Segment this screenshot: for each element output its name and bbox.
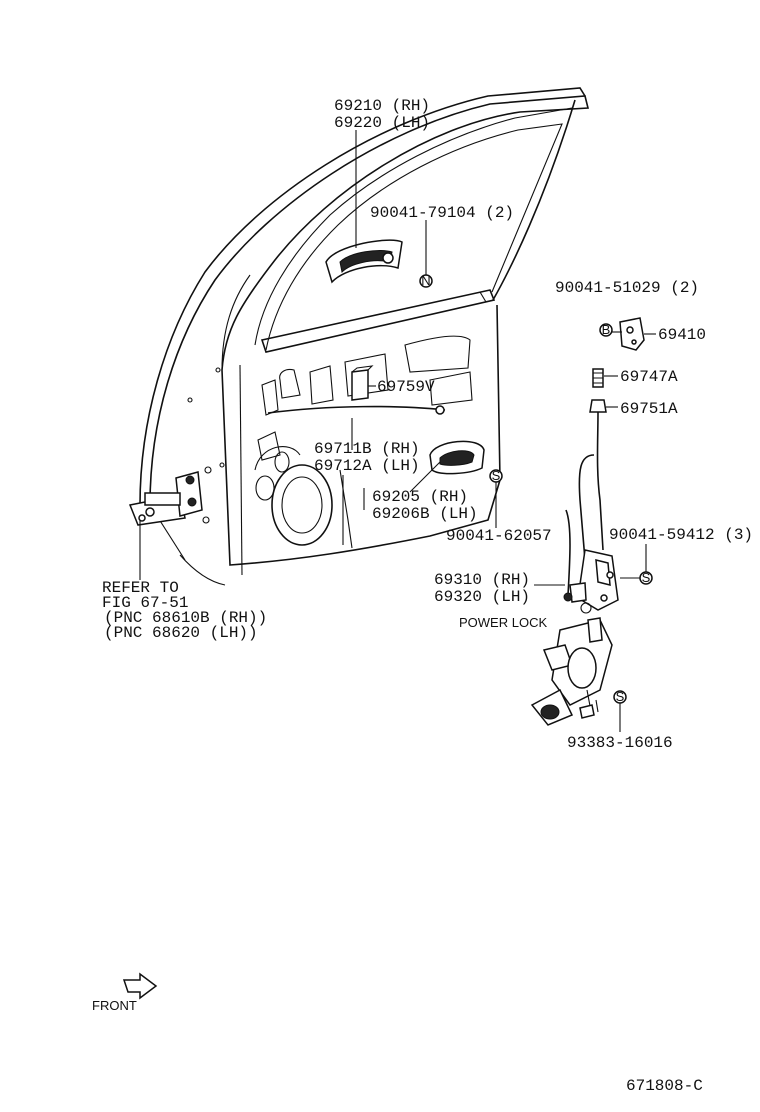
striker-bracket-69410	[619, 317, 645, 351]
door-check	[128, 471, 203, 526]
marker-s-16016: S	[613, 689, 627, 704]
marker-s-text: S	[492, 468, 501, 483]
marker-s-62057: S	[489, 468, 503, 483]
label-90041-62057: 90041-62057	[446, 527, 552, 545]
label-69751a: 69751A	[620, 400, 678, 418]
clip-69759v	[351, 365, 374, 401]
label-refer-pnc-lh: (PNC 68620 (LH))	[104, 624, 258, 642]
label-90041-51029: 90041-51029 (2)	[555, 279, 699, 297]
glass-run-rod	[267, 405, 446, 414]
inside-handle	[429, 440, 485, 475]
marker-s-59412: S	[639, 570, 653, 585]
front-arrow: FRONT	[92, 972, 158, 1013]
marker-n-text: N	[421, 273, 430, 288]
label-power-lock: POWER LOCK	[459, 615, 547, 630]
label-69712a: 69712A (LH)	[314, 457, 420, 475]
label-69747a: 69747A	[620, 368, 678, 386]
door-panel	[139, 87, 590, 586]
label-69759v: 69759V	[377, 378, 435, 396]
label-90041-79104: 90041-79104 (2)	[370, 204, 514, 222]
label-69320: 69320 (LH)	[434, 588, 530, 606]
label-69310: 69310 (RH)	[434, 571, 530, 589]
outside-handle	[325, 239, 403, 284]
label-refer-to: REFER TO	[102, 579, 179, 597]
label-front: FRONT	[92, 998, 137, 1013]
rod-end	[435, 405, 445, 415]
lock-knob-rod	[565, 368, 607, 596]
diagram-id: 671808-C	[626, 1077, 703, 1095]
label-refer-fig: FIG 67-51	[102, 594, 188, 612]
label-69711b: 69711B (RH)	[314, 440, 420, 458]
label-90041-59412: 90041-59412 (3)	[609, 526, 753, 544]
label-69210: 69210 (RH)	[334, 97, 430, 115]
label-69205: 69205 (RH)	[372, 488, 468, 506]
label-refer-pnc-rh: (PNC 68610B (RH))	[104, 609, 267, 627]
label-69220: 69220 (LH)	[334, 114, 430, 132]
marker-b-text: B	[602, 322, 611, 337]
marker-s-text: S	[642, 570, 651, 585]
leader-lines	[139, 130, 656, 732]
label-93383-16016: 93383-16016	[567, 734, 673, 752]
door-lock-assembly	[530, 549, 619, 726]
marker-b-51029: B	[599, 322, 613, 337]
label-69206b: 69206B (LH)	[372, 505, 478, 523]
marker-n-79104: N	[419, 273, 433, 288]
marker-s-text: S	[616, 689, 625, 704]
label-69410: 69410	[658, 326, 706, 344]
